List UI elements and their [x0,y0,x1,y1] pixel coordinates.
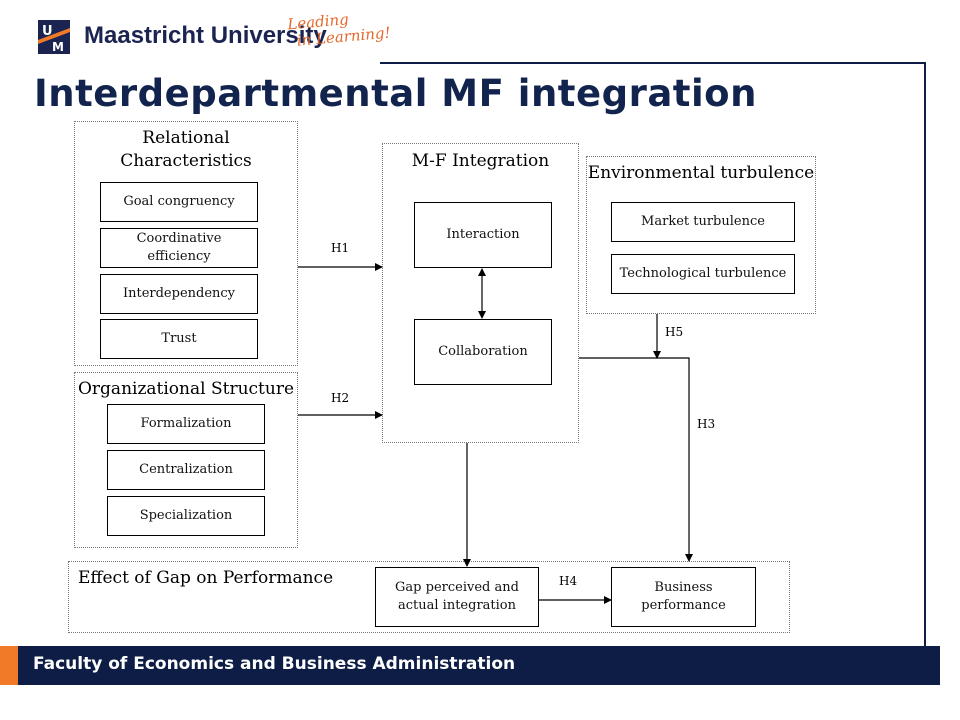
right-rule [924,62,926,685]
goal-congruency-box: Goal congruency [100,182,258,222]
h1-label: H1 [331,241,350,255]
environmental-turbulence-title: Environmental turbulence [587,163,815,183]
market-turbulence-box: Market turbulence [611,202,795,242]
mf-integration-group [382,143,579,443]
effect-of-gap-title: Effect of Gap on Performance [78,568,334,588]
specialization-box: Specialization [107,496,265,536]
relational-title-line-2: Characteristics [120,151,252,171]
h4-label: H4 [559,574,578,588]
trust-box: Trust [100,319,258,359]
interaction-box: Interaction [414,202,552,268]
business-performance-box: Business performance [611,567,756,627]
footer-bar [0,646,940,685]
university-logo: U M [38,20,70,54]
interdependency-box: Interdependency [100,274,258,314]
logo-letter-u: U [42,24,53,39]
relational-characteristics-title: Relational Characteristics [74,127,298,173]
h3-arrow [579,357,693,562]
university-name: Maastricht University [84,22,327,49]
logo-letter-m: M [52,40,64,54]
faculty-name: Faculty of Economics and Business Admini… [33,654,516,674]
formalization-box: Formalization [107,404,265,444]
collaboration-box: Collaboration [414,319,552,385]
um-logo-icon: U M [38,20,70,54]
mf-integration-title: M-F Integration [411,151,550,171]
technological-turbulence-box: Technological turbulence [611,254,795,294]
h5-label: H5 [665,325,684,339]
gap-perceived-box: Gap perceived and actual integration [375,567,539,627]
header-rule [380,62,926,64]
coordinative-efficiency-box: Coordinative efficiency [100,228,258,268]
footer-accent [0,646,18,685]
relational-title-line-1: Relational [142,128,230,148]
organizational-structure-title: Organizational Structure [77,379,295,399]
h2-label: H2 [331,391,350,405]
centralization-box: Centralization [107,450,265,490]
h3-label: H3 [697,417,716,431]
page-title: Interdepartmental MF integration [34,72,757,115]
